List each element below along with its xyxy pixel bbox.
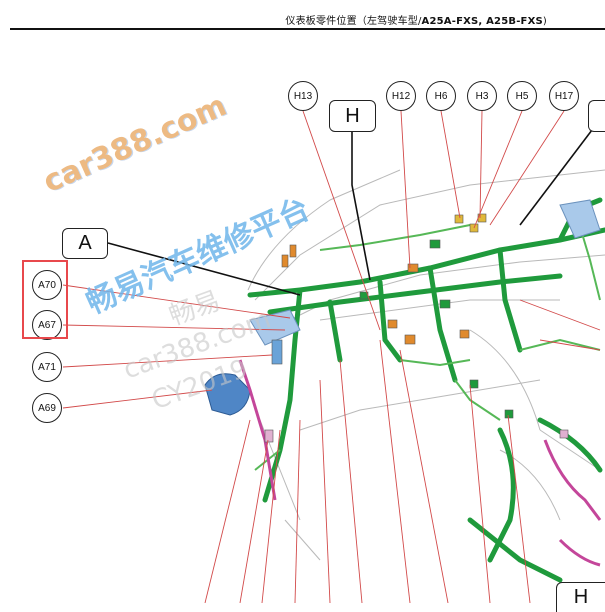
group-label-partial xyxy=(588,100,605,132)
pink-cables xyxy=(238,359,602,567)
callout-a71[interactable]: A71 xyxy=(32,352,62,382)
branch-harness xyxy=(254,209,601,471)
group-label-h-bottom[interactable]: H xyxy=(556,582,605,612)
callout-h13[interactable]: H13 xyxy=(288,81,318,111)
highlight-box xyxy=(22,260,68,339)
callout-h5[interactable]: H5 xyxy=(507,81,537,111)
leader-lines xyxy=(62,110,601,603)
main-harness xyxy=(247,197,605,583)
callout-h17[interactable]: H17 xyxy=(549,81,579,111)
group-label-a[interactable]: A xyxy=(62,228,108,259)
callout-a70[interactable]: A70 xyxy=(32,270,62,300)
connectors xyxy=(264,213,569,443)
dashboard-outline xyxy=(247,169,605,561)
header-rule xyxy=(10,28,605,30)
group-leaders xyxy=(107,129,593,296)
callout-a67[interactable]: A67 xyxy=(32,310,62,340)
group-label-h[interactable]: H xyxy=(329,100,376,132)
page-title: 仪表板零件位置（左驾驶车型/A25A-FXS, A25B-FXS) xyxy=(285,16,547,27)
callout-h3[interactable]: H3 xyxy=(467,81,497,111)
callout-h12[interactable]: H12 xyxy=(386,81,416,111)
callout-h6[interactable]: H6 xyxy=(426,81,456,111)
callout-a69[interactable]: A69 xyxy=(32,393,62,423)
